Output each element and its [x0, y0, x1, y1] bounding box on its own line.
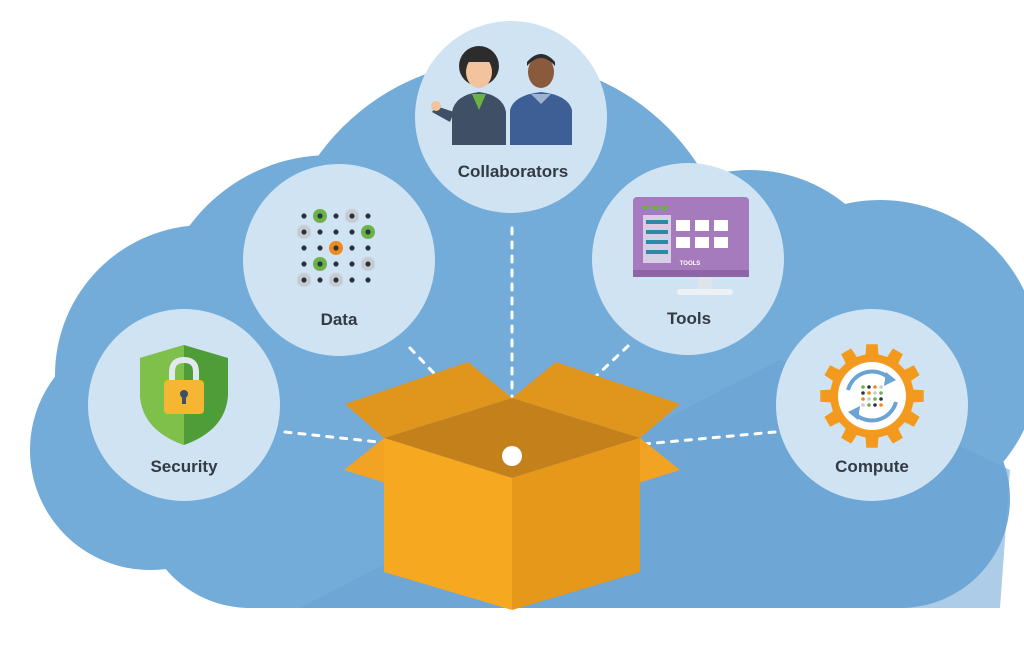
label-data: Data — [321, 310, 358, 329]
label-tools: Tools — [667, 309, 711, 328]
monitor-icon: TOOLS — [633, 197, 749, 295]
people-icon — [431, 46, 572, 145]
node-security: Security — [88, 309, 280, 501]
node-data: Data — [243, 164, 435, 356]
open-box-icon — [344, 362, 680, 610]
data-dots-icon — [297, 209, 375, 287]
monitor-screen-text: TOOLS — [680, 261, 701, 267]
shield-lock-icon — [140, 345, 228, 445]
node-tools: TOOLS Tools — [592, 163, 784, 355]
gear-icon — [820, 344, 924, 448]
center-node — [502, 446, 522, 466]
node-collaborators: Collaborators — [415, 21, 607, 213]
label-security: Security — [150, 457, 218, 476]
label-collaborators: Collaborators — [458, 162, 569, 181]
node-compute: Compute — [776, 309, 968, 501]
label-compute: Compute — [835, 457, 909, 476]
